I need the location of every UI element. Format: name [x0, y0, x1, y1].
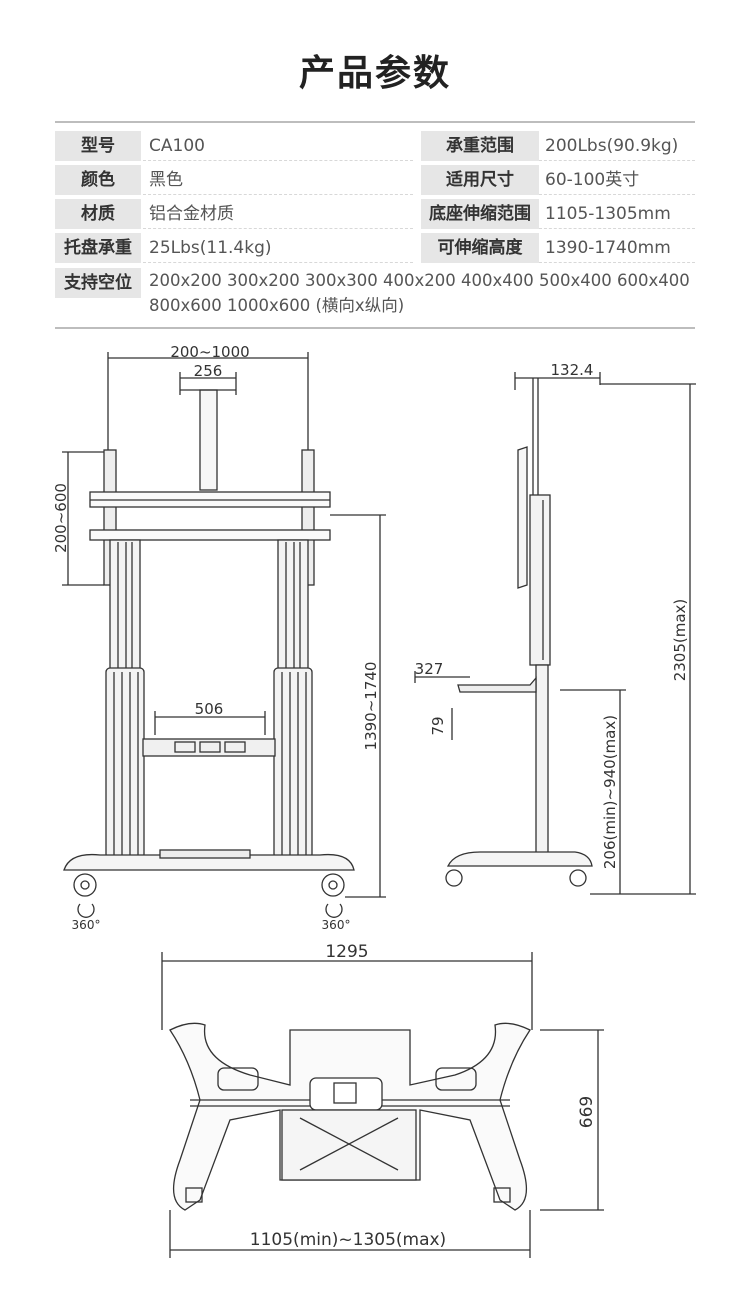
dim-adjust-height: 1390~1740 [362, 662, 380, 751]
dim-base-depth: 669 [577, 1096, 597, 1128]
spec-row-vesa: 支持空位 200x200 300x200 300x300 400x200 400… [55, 268, 695, 320]
rotate-right-label: 360° [322, 918, 351, 932]
spec-row: 材质 铝合金材质 底座伸缩范围 1105-1305mm [55, 199, 695, 229]
rotate-left-label: 360° [72, 918, 101, 932]
dim-pole-spacing: 256 [194, 362, 223, 380]
side-view [414, 372, 696, 895]
table-bottom-rule [55, 327, 695, 329]
spec-row: 托盘承重 25Lbs(11.4kg) 可伸缩高度 1390-1740mm [55, 233, 695, 263]
vesa-value: 200x200 300x200 300x300 400x200 400x400 … [149, 271, 690, 315]
dim-shelf-height: 79 [429, 716, 447, 735]
spec-label: 底座伸缩范围 [421, 199, 539, 229]
page-title: 产品参数 [298, 53, 451, 94]
spec-label: 适用尺寸 [421, 165, 539, 195]
dim-shelf-depth: 327 [415, 660, 444, 678]
spec-value: 1390-1740mm [539, 233, 695, 263]
spec-value: 1105-1305mm [539, 199, 695, 229]
spec-value: 25Lbs(11.4kg) [143, 233, 413, 263]
dim-total-height: 2305(max) [671, 599, 689, 682]
spec-row: 颜色 黑色 适用尺寸 60-100英寸 [55, 165, 695, 195]
front-view [62, 352, 386, 918]
spec-label: 材质 [55, 199, 141, 229]
spec-value: CA100 [143, 131, 413, 161]
dim-height-range: 200~600 [52, 483, 70, 553]
dim-base-range: 1105(min)~1305(max) [250, 1230, 446, 1250]
dim-width-range: 200~1000 [170, 343, 249, 361]
spec-label: 承重范围 [421, 131, 539, 161]
spec-value: 铝合金材质 [143, 199, 413, 229]
spec-value: 200Lbs(90.9kg) [539, 131, 695, 161]
spec-label: 支持空位 [55, 268, 141, 298]
table-top-rule [55, 121, 695, 123]
dim-top-depth: 132.4 [551, 361, 594, 379]
base-view [161, 952, 604, 1258]
spec-label: 颜色 [55, 165, 141, 195]
spec-row: 型号 CA100 承重范围 200Lbs(90.9kg) [55, 131, 695, 161]
dim-shelf-width: 506 [195, 700, 224, 718]
spec-label: 托盘承重 [55, 233, 141, 263]
dim-shelf-range: 206(min)~940(max) [601, 715, 619, 869]
spec-label: 可伸缩高度 [421, 233, 539, 263]
dim-total-width: 1295 [325, 942, 368, 962]
spec-value: 黑色 [143, 165, 413, 195]
spec-label: 型号 [55, 131, 141, 161]
spec-value: 60-100英寸 [539, 165, 695, 195]
